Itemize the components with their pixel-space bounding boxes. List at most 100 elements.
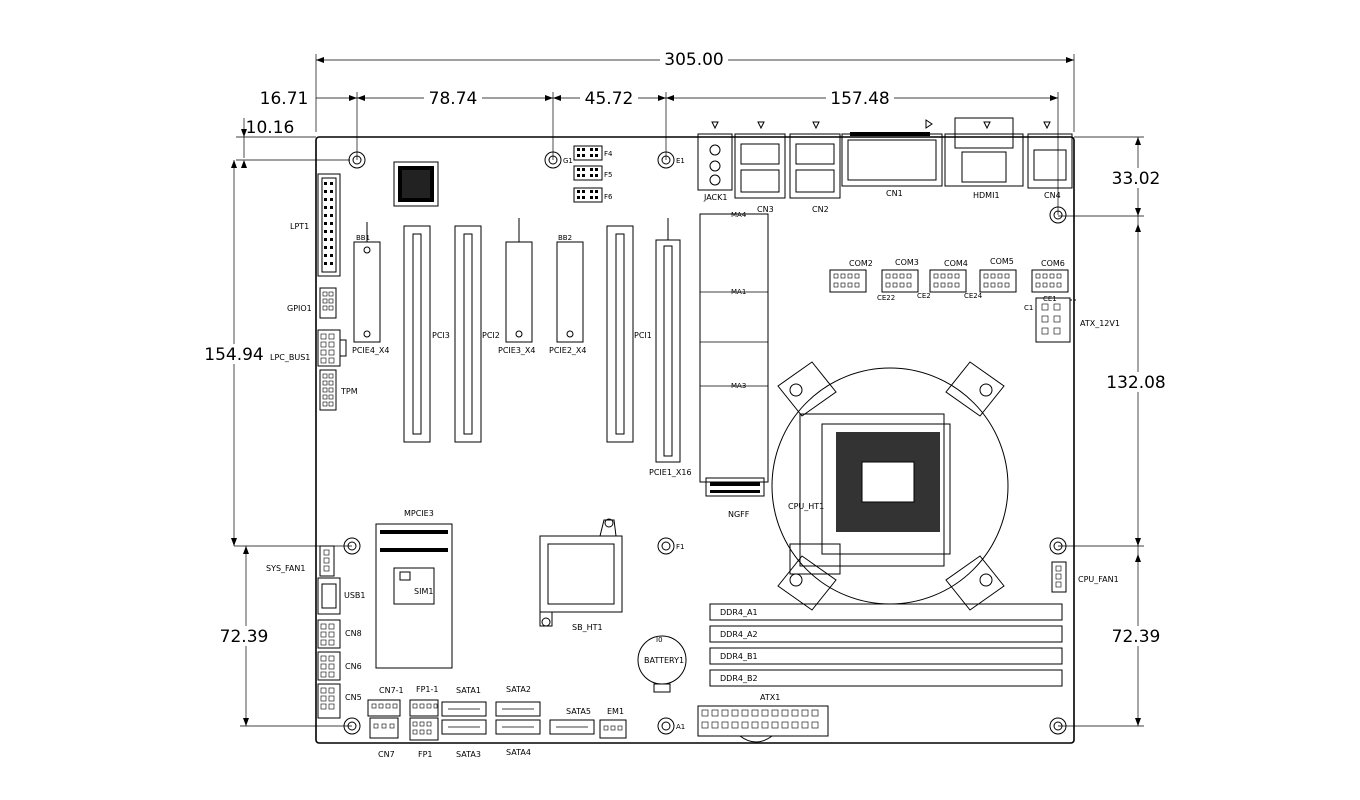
label-c1: C1 xyxy=(1024,304,1033,312)
label-com4: COM4 xyxy=(944,259,968,268)
mounting-hole xyxy=(1049,717,1067,735)
label-pcie1-x16: PCIE1_X16 xyxy=(649,468,692,477)
pci2-slot xyxy=(454,225,482,443)
rear-io xyxy=(697,117,1073,199)
lpt1-connector xyxy=(317,173,341,277)
label-com2: COM2 xyxy=(849,259,873,268)
label-cn7-1: CN7-1 xyxy=(379,686,404,695)
mpcie3-slot xyxy=(375,523,453,669)
pcie3-x4-slot xyxy=(505,218,533,343)
label-usb1: USB1 xyxy=(344,591,366,600)
dim-left-bottom: 72.39 xyxy=(220,627,269,647)
label-e1: E1 xyxy=(676,157,685,165)
mounting-hole xyxy=(343,537,361,555)
label-ma3: MA3 xyxy=(731,382,746,390)
dim-seg3: 45.72 xyxy=(585,89,634,109)
label-mpcie3: MPCIE3 xyxy=(404,509,434,518)
label-f1: F1 xyxy=(676,543,684,551)
label-bb1: BB1 xyxy=(356,234,370,242)
mounting-hole xyxy=(657,151,675,169)
pcie1-x16-slot xyxy=(655,218,681,463)
mounting-hole xyxy=(657,717,675,735)
dim-right-middle: 132.08 xyxy=(1106,373,1165,393)
label-sim1: SIM1 xyxy=(414,587,433,596)
dim-right-bottom: 72.39 xyxy=(1112,627,1161,647)
label-pcie4-x4: PCIE4_X4 xyxy=(352,346,389,355)
label-cn2: CN2 xyxy=(812,205,829,214)
label-sata4: SATA4 xyxy=(506,748,531,757)
label-bb2: BB2 xyxy=(558,234,572,242)
label-sys-fan1: SYS_FAN1 xyxy=(266,564,305,573)
label-atx1: ATX1 xyxy=(760,693,780,702)
mounting-hole xyxy=(657,537,675,555)
label-ngff: NGFF xyxy=(728,510,750,519)
dim-right-top: 33.02 xyxy=(1112,169,1161,189)
usb1-connector xyxy=(317,577,341,615)
sys-fan1-connector xyxy=(319,545,335,577)
dimension-lines: 305.00 16.71 78.74 45.72 157.48 10.16 xyxy=(200,50,1168,727)
mounting-hole xyxy=(348,151,366,169)
sb-heatsink xyxy=(539,518,623,627)
com-headers xyxy=(829,269,1069,293)
label-lpc-bus1: LPC_BUS1 xyxy=(270,353,310,362)
dim-left-middle: 154.94 xyxy=(204,345,263,365)
label-fp1-1: FP1-1 xyxy=(416,685,439,694)
label-ce2: CE2 xyxy=(917,292,931,300)
pcie4-x4-slot xyxy=(353,222,381,343)
label-cn7: CN7 xyxy=(378,750,395,759)
label-tpm: TPM xyxy=(340,387,358,396)
sata-connectors xyxy=(441,701,595,735)
label-fp1: FP1 xyxy=(418,750,433,759)
mounting-hole xyxy=(1049,206,1067,224)
pcie2-x4-slot xyxy=(556,241,584,343)
label-cn4: CN4 xyxy=(1044,191,1061,200)
label-cn5: CN5 xyxy=(345,693,362,702)
label-pci3: PCI3 xyxy=(432,331,450,340)
label-f6: F6 xyxy=(604,193,613,201)
em1-connector xyxy=(599,719,627,739)
label-pci2: PCI2 xyxy=(482,331,500,340)
label-cn3: CN3 xyxy=(757,205,774,214)
mounting-hole xyxy=(544,151,562,169)
cn5-connector xyxy=(317,683,341,719)
mounting-hole xyxy=(343,717,361,735)
dim-seg4: 157.48 xyxy=(830,89,889,109)
label-pcie3-x4: PCIE3_X4 xyxy=(498,346,535,355)
jumper-blocks xyxy=(573,145,603,203)
label-ma1: MA1 xyxy=(731,288,746,296)
label-ma4: MA4 xyxy=(731,211,747,219)
cpu-fan1-connector xyxy=(1051,561,1067,593)
super-io-chip xyxy=(393,161,439,207)
ddr4-slots xyxy=(709,603,1063,687)
dim-overall-width: 305.00 xyxy=(664,50,723,70)
label-ddr4-a2: DDR4_A2 xyxy=(720,630,758,639)
dim-seg1: 16.71 xyxy=(260,89,309,109)
label-battery1: BATTERY1 xyxy=(644,656,684,665)
label-jack1: JACK1 xyxy=(703,193,727,202)
label-g1: G1 xyxy=(563,157,573,165)
label-cn8: CN8 xyxy=(345,629,362,638)
label-cpu-ht1: CPU_HT1 xyxy=(788,502,824,511)
pci1-slot xyxy=(606,225,634,443)
label-pcie2-x4: PCIE2_X4 xyxy=(549,346,586,355)
gpio1-connector xyxy=(319,287,337,319)
label-com6: COM6 xyxy=(1041,259,1065,268)
label-sata3: SATA3 xyxy=(456,750,481,759)
label-lpt1: LPT1 xyxy=(290,222,309,231)
label-ddr4-a1: DDR4_A1 xyxy=(720,608,758,617)
label-ce1: CE1 xyxy=(1043,295,1057,303)
label-ddr4-b2: DDR4_B2 xyxy=(720,674,758,683)
label-f5: F5 xyxy=(604,171,612,179)
label-com5: COM5 xyxy=(990,257,1014,266)
battery1 xyxy=(637,635,687,693)
label-sata2: SATA2 xyxy=(506,685,531,694)
label-atx-12v1: ATX_12V1 xyxy=(1080,319,1120,328)
label-em1: EM1 xyxy=(607,707,624,716)
cn7-headers xyxy=(367,699,401,739)
label-ce22: CE22 xyxy=(877,294,895,302)
mounting-hole xyxy=(1049,537,1067,555)
atx1-connector xyxy=(697,705,829,743)
fp1-headers xyxy=(409,699,439,741)
label-cpu-fan1: CPU_FAN1 xyxy=(1078,575,1119,584)
